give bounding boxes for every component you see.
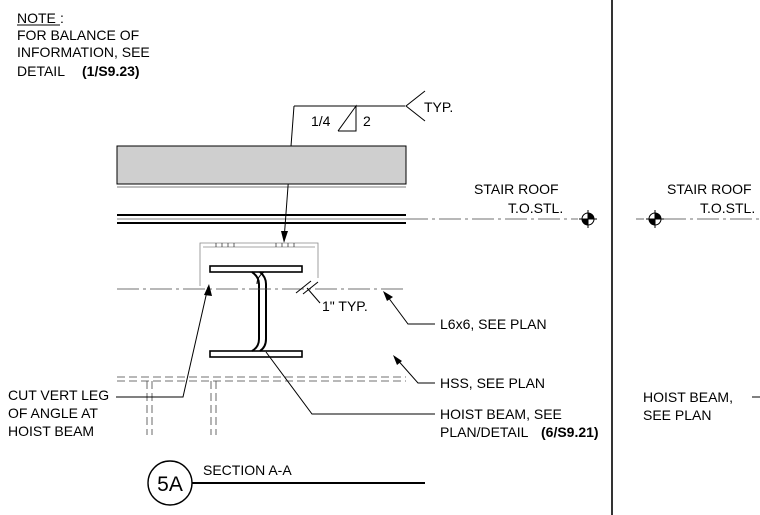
- note-line-1: FOR BALANCE OF: [17, 27, 139, 43]
- note-heading: NOTE: [17, 10, 56, 26]
- adjacent-elevation-sub: T.O.STL.: [700, 200, 755, 216]
- beam-callout-line-1: HOIST BEAM, SEE: [440, 406, 562, 422]
- adj-target-q1: [655, 213, 661, 219]
- spacing-tick-2: [302, 281, 319, 295]
- beam-top-flange: [209, 265, 303, 273]
- angle-outline: [199, 242, 319, 286]
- elev-target-q3: [582, 219, 588, 225]
- weld-size: 1/4: [311, 113, 331, 129]
- cut-leg-leader: [116, 286, 209, 398]
- spacing-leader: [306, 287, 321, 304]
- beam-web-right: [259, 271, 267, 352]
- elev-target-q1: [588, 213, 594, 219]
- concrete-slab: [116, 145, 407, 185]
- callout-labels: L6x6, SEE PLAN HSS, SEE PLAN HOIST BEAM,…: [8, 316, 599, 440]
- cut-leg-arrow: [204, 284, 212, 296]
- angle-leader-arrow: [383, 291, 393, 301]
- callout-leaders: [116, 284, 435, 415]
- weld-tail: [405, 90, 426, 122]
- elevation-sub-label: T.O.STL.: [508, 200, 563, 216]
- angle-callout: L6x6, SEE PLAN: [440, 316, 547, 332]
- adjacent-detail: STAIR ROOF T.O.STL. HOIST BEAM, SEE PLAN: [636, 181, 760, 423]
- note-colon: :: [60, 10, 64, 26]
- adj-target-q3: [649, 219, 655, 225]
- beam-callout-ref: (6/S9.21): [541, 424, 599, 440]
- section-title-text: SECTION A-A: [203, 462, 292, 478]
- adjacent-elevation-label: STAIR ROOF: [667, 181, 752, 197]
- hss-callout: HSS, SEE PLAN: [440, 375, 545, 391]
- adjacent-beam-line-2: SEE PLAN: [643, 407, 711, 423]
- weld-length: 2: [363, 113, 371, 129]
- spacing-tick-1: [295, 280, 312, 294]
- beam-web-fillet: [256, 271, 265, 285]
- beam-bottom-flange: [209, 350, 303, 358]
- hoist-beam-section: [209, 265, 303, 358]
- elevation-label: STAIR ROOF: [474, 181, 559, 197]
- section-mark: 5A: [157, 473, 183, 496]
- section-title: 5A SECTION A-A: [147, 460, 425, 506]
- general-note: NOTE : FOR BALANCE OF INFORMATION, SEE D…: [17, 10, 150, 79]
- cut-leg-callout-line-3: HOIST BEAM: [8, 423, 94, 439]
- weld-tail-note: TYP.: [424, 99, 453, 115]
- note-detail-ref: (1/S9.23): [82, 63, 140, 79]
- roof-slab: [116, 145, 407, 224]
- spacing-label: 1" TYP.: [322, 298, 368, 314]
- cut-leg-callout-line-1: CUT VERT LEG: [8, 387, 109, 403]
- beam-callout-line-2: PLAN/DETAIL: [440, 424, 529, 440]
- cut-leg-callout-line-2: OF ANGLE AT: [8, 405, 98, 421]
- bolt-spacing-dimension: 1" TYP.: [295, 280, 368, 314]
- elevation-marker: STAIR ROOF T.O.STL.: [406, 181, 597, 228]
- adjacent-beam-line-1: HOIST BEAM,: [643, 389, 733, 405]
- angle-l6x6: [199, 242, 319, 286]
- fillet-weld-symbol: [337, 104, 357, 132]
- beam-leader: [265, 351, 435, 415]
- post-below: [146, 381, 217, 435]
- weld-symbol: 1/4 2 TYP.: [281, 90, 453, 243]
- note-line-3: DETAIL: [17, 63, 65, 79]
- weld-arrowhead: [281, 231, 288, 243]
- beam-web-left: [251, 271, 260, 352]
- note-line-2: INFORMATION, SEE: [17, 44, 150, 60]
- hss-leader-arrow: [393, 355, 402, 365]
- hss-leader: [394, 356, 435, 384]
- angle-leader: [384, 292, 435, 325]
